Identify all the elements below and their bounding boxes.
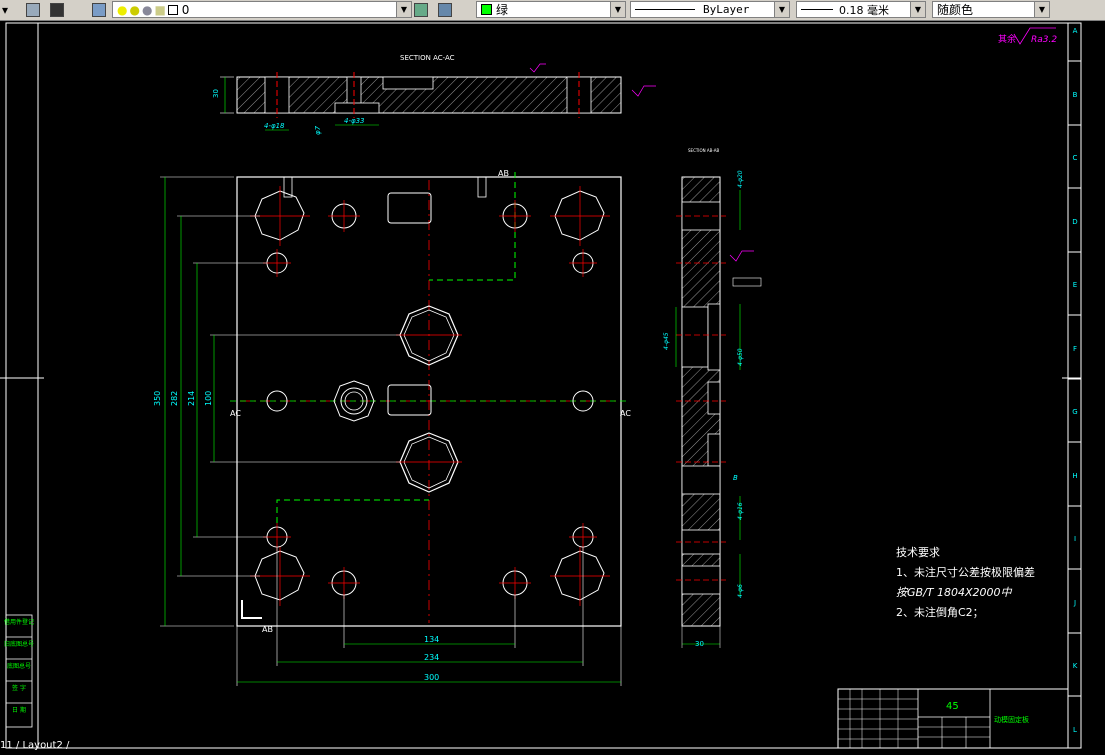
dim-text: 30 <box>212 89 220 98</box>
part-name-text: 动模固定板 <box>994 715 1029 724</box>
section-label: AC <box>230 409 241 418</box>
border-letter: K <box>1073 662 1078 670</box>
layer-combo[interactable]: ● ● ● ■ 0 ▼ <box>112 1 412 18</box>
border-letter: B <box>1073 91 1078 99</box>
side-section-view: SECTION AB-AB 4-φ20 <box>663 148 762 648</box>
layer-state-icon[interactable] <box>50 1 67 18</box>
stamp-label: 借用件登记 <box>4 618 34 626</box>
border-letter: F <box>1073 345 1077 353</box>
svg-text:SECTION AB-AB: SECTION AB-AB <box>688 148 719 153</box>
section-label: AC <box>620 409 631 418</box>
border-ticks <box>1068 60 1081 697</box>
dim-text: 214 <box>187 391 196 406</box>
dim-text: B <box>733 474 738 482</box>
dim-text: 234 <box>424 653 439 662</box>
roughness-value: Ra3.2 <box>1031 35 1057 45</box>
sun-icon: ● <box>129 2 140 17</box>
tech-line: 2、未注倒角C2； <box>896 605 984 619</box>
border-letter: C <box>1073 154 1078 162</box>
dim-text: 350 <box>153 391 162 406</box>
freeze-icon: ● <box>141 2 153 17</box>
color-combo[interactable]: 绿 ▼ <box>476 1 626 18</box>
dim-text: 282 <box>170 391 179 406</box>
lightbulb-icon: ● <box>117 2 128 17</box>
section-ac-view: 30 4-φ18 4-φ33 φ7 <box>212 63 656 135</box>
sheet-frame <box>0 22 1082 749</box>
dim-text: 300 <box>424 673 439 682</box>
technical-requirements: 技术要求 1、未注尺寸公差按极限偏差 按GB/T 1804X2000中 2、未注… <box>896 546 1035 619</box>
layer-color-swatch <box>167 4 178 15</box>
left-stamp-table: 借用件登记 旧底图总号 底图总号 签 字 日 期 <box>4 614 34 728</box>
dim-text: 4-φ45 <box>663 332 670 350</box>
material-text: 45 <box>946 701 959 712</box>
layout-tabs[interactable]: 11 / Layout2 / <box>0 740 70 751</box>
dim-text: 4-φ33 <box>344 117 365 125</box>
make-current-layer-icon[interactable] <box>414 1 431 18</box>
linetype-value: ByLayer <box>703 3 750 16</box>
stamp-label: 底图总号 <box>7 662 31 670</box>
border-letter: L <box>1073 726 1077 734</box>
plan-view: AC AC AB AB <box>230 169 631 634</box>
roughness-note: 其余 <box>998 33 1016 45</box>
roughness-symbol: 其余 Ra3.2 <box>998 27 1057 45</box>
layer-manager-icon[interactable] <box>26 1 43 18</box>
lineweight-combo[interactable]: 0.18 毫米 ▼ <box>796 1 926 18</box>
linetype-sample <box>635 9 695 10</box>
border-letter: E <box>1073 281 1077 289</box>
dim-text: 4-φ18 <box>264 122 285 130</box>
chevron-down-icon[interactable]: ▼ <box>610 2 625 17</box>
layers-stack-icon[interactable] <box>92 1 109 18</box>
dim-text: 4-φ6 <box>737 584 744 598</box>
lineweight-value: 0.18 毫米 <box>839 3 889 17</box>
dim-text: 134 <box>424 635 439 644</box>
lineweight-sample <box>801 9 833 10</box>
plotstyle-value: 随颜色 <box>937 3 974 17</box>
chevron-down-icon[interactable]: ▼ <box>910 2 925 17</box>
stamp-label: 签 字 <box>12 684 26 692</box>
chevron-down-icon[interactable]: ▼ <box>1034 2 1049 17</box>
tech-line: 按GB/T 1804X2000中 <box>896 586 1013 599</box>
layer-value: 0 <box>181 2 190 17</box>
linetype-combo[interactable]: ByLayer ▼ <box>630 1 790 18</box>
section-label: AB <box>498 169 509 178</box>
border-letter: J <box>1073 599 1076 607</box>
dim-text: 4-φ16 <box>737 502 744 520</box>
chevron-down-icon[interactable]: ▼ <box>396 2 411 17</box>
color-swatch <box>481 4 492 15</box>
properties-toolbar: ▾ ● ● ● ■ 0 ▼ 绿 ▼ ByLayer ▼ 0.18 毫米 ▼ 随颜… <box>0 0 1105 21</box>
dim-text: 4-φ20 <box>737 170 744 188</box>
tech-line: 1、未注尺寸公差按极限偏差 <box>896 565 1035 579</box>
border-letters: A B C D E F G H I J K L <box>1072 27 1077 734</box>
drawing-canvas[interactable]: A B C D E F G H I J K L 借用件登记 旧底图总号 底图总号… <box>0 20 1105 751</box>
title-block: 45 动模固定板 <box>837 688 1069 749</box>
layer-previous-icon[interactable] <box>438 1 455 18</box>
chevron-down-icon[interactable]: ▼ <box>774 2 789 17</box>
border-letter: G <box>1072 408 1077 416</box>
dim-text: 100 <box>204 391 213 406</box>
plan-dimensions: 350 282 214 100 134 234 300 <box>153 176 622 686</box>
stamp-label: 旧底图总号 <box>4 640 34 648</box>
lock-icon: ■ <box>154 2 166 17</box>
border-letter: H <box>1072 472 1077 480</box>
layer-dropdown-arrow[interactable]: ▾ <box>2 2 9 17</box>
dim-text: 4-φ50 <box>737 348 744 366</box>
plotstyle-combo[interactable]: 随颜色 ▼ <box>932 1 1050 18</box>
section-title: SECTION AC-AC <box>400 54 455 62</box>
border-letter: D <box>1072 218 1077 226</box>
section-label: AB <box>262 625 273 634</box>
dim-text: 30 <box>695 640 704 648</box>
border-letter: A <box>1073 27 1078 35</box>
color-value: 绿 <box>496 3 509 17</box>
stamp-label: 日 期 <box>12 706 26 714</box>
tech-title: 技术要求 <box>896 546 940 559</box>
border-letter: I <box>1074 535 1076 543</box>
dim-text: φ7 <box>314 125 322 135</box>
